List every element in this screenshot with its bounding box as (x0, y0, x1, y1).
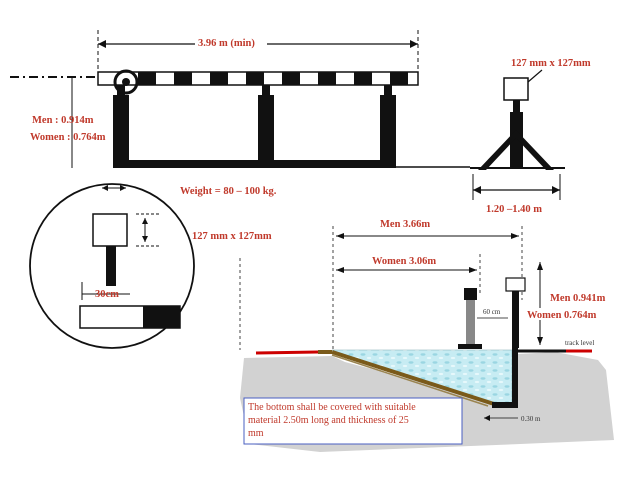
detail-post-size-label: 127 mm x 127mm (192, 231, 272, 242)
end-post-cap (503, 77, 529, 101)
bottom-width-label: 0.30 m (521, 415, 541, 423)
support-block (464, 288, 477, 300)
hurdle-end-view: 127 mm x 127mm 1.20 –1.40 m (470, 58, 591, 215)
pit-lining (331, 350, 495, 406)
track-level-label: track level (565, 339, 594, 347)
men-height-label: Men 0.941m (550, 293, 606, 304)
detail-post-cap (92, 213, 128, 247)
depth-label: 60 cm (483, 308, 501, 316)
hurdle-base (113, 160, 396, 168)
water-jump-section: Men 3.66m Women 3.06m track level 60 cm (239, 219, 614, 452)
post-size-arrow (527, 69, 543, 83)
weight-label: Weight = 80 – 100 kg. (180, 186, 277, 197)
men-length-label: Men 3.66m (380, 219, 430, 230)
length-label: 3.96 m (min) (198, 38, 255, 49)
post-size-label: 127 mm x 127mm (511, 58, 591, 69)
bottom-note-line-1: The bottom shall be covered with suitabl… (248, 402, 416, 413)
women-length-label: Women 3.06m (372, 256, 436, 267)
hurdle-elevation: 3.96 m (min) Men : 0.914m Women : 0.764m… (10, 30, 470, 197)
pit-hurdle-post (512, 280, 519, 348)
women-height-label: Women 0.764m (527, 310, 597, 321)
bottom-note-box (243, 397, 463, 445)
posts (113, 85, 396, 165)
end-legs (478, 130, 554, 170)
rail-end-marker (113, 69, 139, 95)
rail-stripes (138, 72, 408, 85)
height-label-men: Men : 0.914m (32, 115, 94, 126)
bottom-note-line-2: material 2.50m long and thickness of 25 (248, 415, 409, 426)
track-surface (255, 350, 319, 355)
detail-circle: 30cm (29, 183, 195, 349)
detail-post (106, 246, 116, 286)
base-width-label: 1.20 –1.40 m (486, 204, 542, 215)
height-label-women: Women : 0.764m (30, 132, 106, 143)
bottom-note-line-3: mm (248, 428, 264, 439)
bottom-note: The bottom shall be covered with suitabl… (248, 402, 418, 439)
pit-wall (512, 346, 518, 408)
detail-width-label: 30cm (95, 289, 119, 300)
